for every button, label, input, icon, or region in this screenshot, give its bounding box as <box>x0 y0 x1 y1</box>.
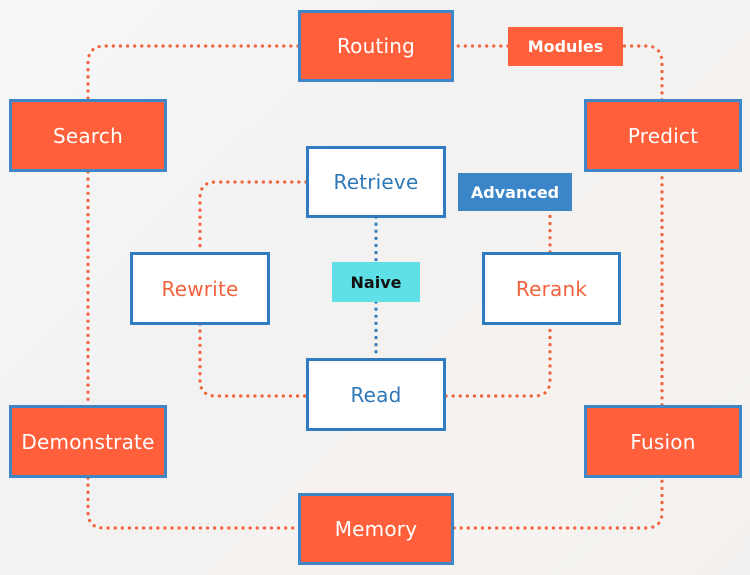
retrieve-label: Retrieve <box>333 170 419 194</box>
fusion-module: Fusion <box>584 405 742 478</box>
rerank-box: Rerank <box>482 252 621 325</box>
read-box: Read <box>306 358 446 431</box>
search-label: Search <box>53 123 123 148</box>
memory-module: Memory <box>298 493 454 565</box>
read-label: Read <box>350 382 402 407</box>
advanced-tag-label: Advanced <box>470 182 560 202</box>
rewrite-label: Rewrite <box>161 276 239 301</box>
naive-tag: Naive <box>332 262 420 302</box>
demonstrate-module: Demonstrate <box>9 405 167 478</box>
rerank-label: Rerank <box>515 276 588 301</box>
advanced-tag: Advanced <box>458 173 572 211</box>
modules-loop-connector <box>86 44 664 530</box>
search-module: Search <box>9 99 167 172</box>
predict-module: Predict <box>584 99 742 172</box>
demonstrate-label: Demonstrate <box>21 429 155 454</box>
predict-label: Predict <box>627 123 699 148</box>
fusion-label: Fusion <box>630 429 696 454</box>
naive-tag-label: Naive <box>350 272 402 292</box>
memory-label: Memory <box>334 517 418 541</box>
rewrite-box: Rewrite <box>130 252 270 325</box>
modules-tag-label: Modules <box>527 37 604 56</box>
modules-tag: Modules <box>508 27 623 66</box>
retrieve-box: Retrieve <box>306 146 446 218</box>
routing-label: Routing <box>336 34 416 58</box>
routing-module: Routing <box>298 10 454 82</box>
